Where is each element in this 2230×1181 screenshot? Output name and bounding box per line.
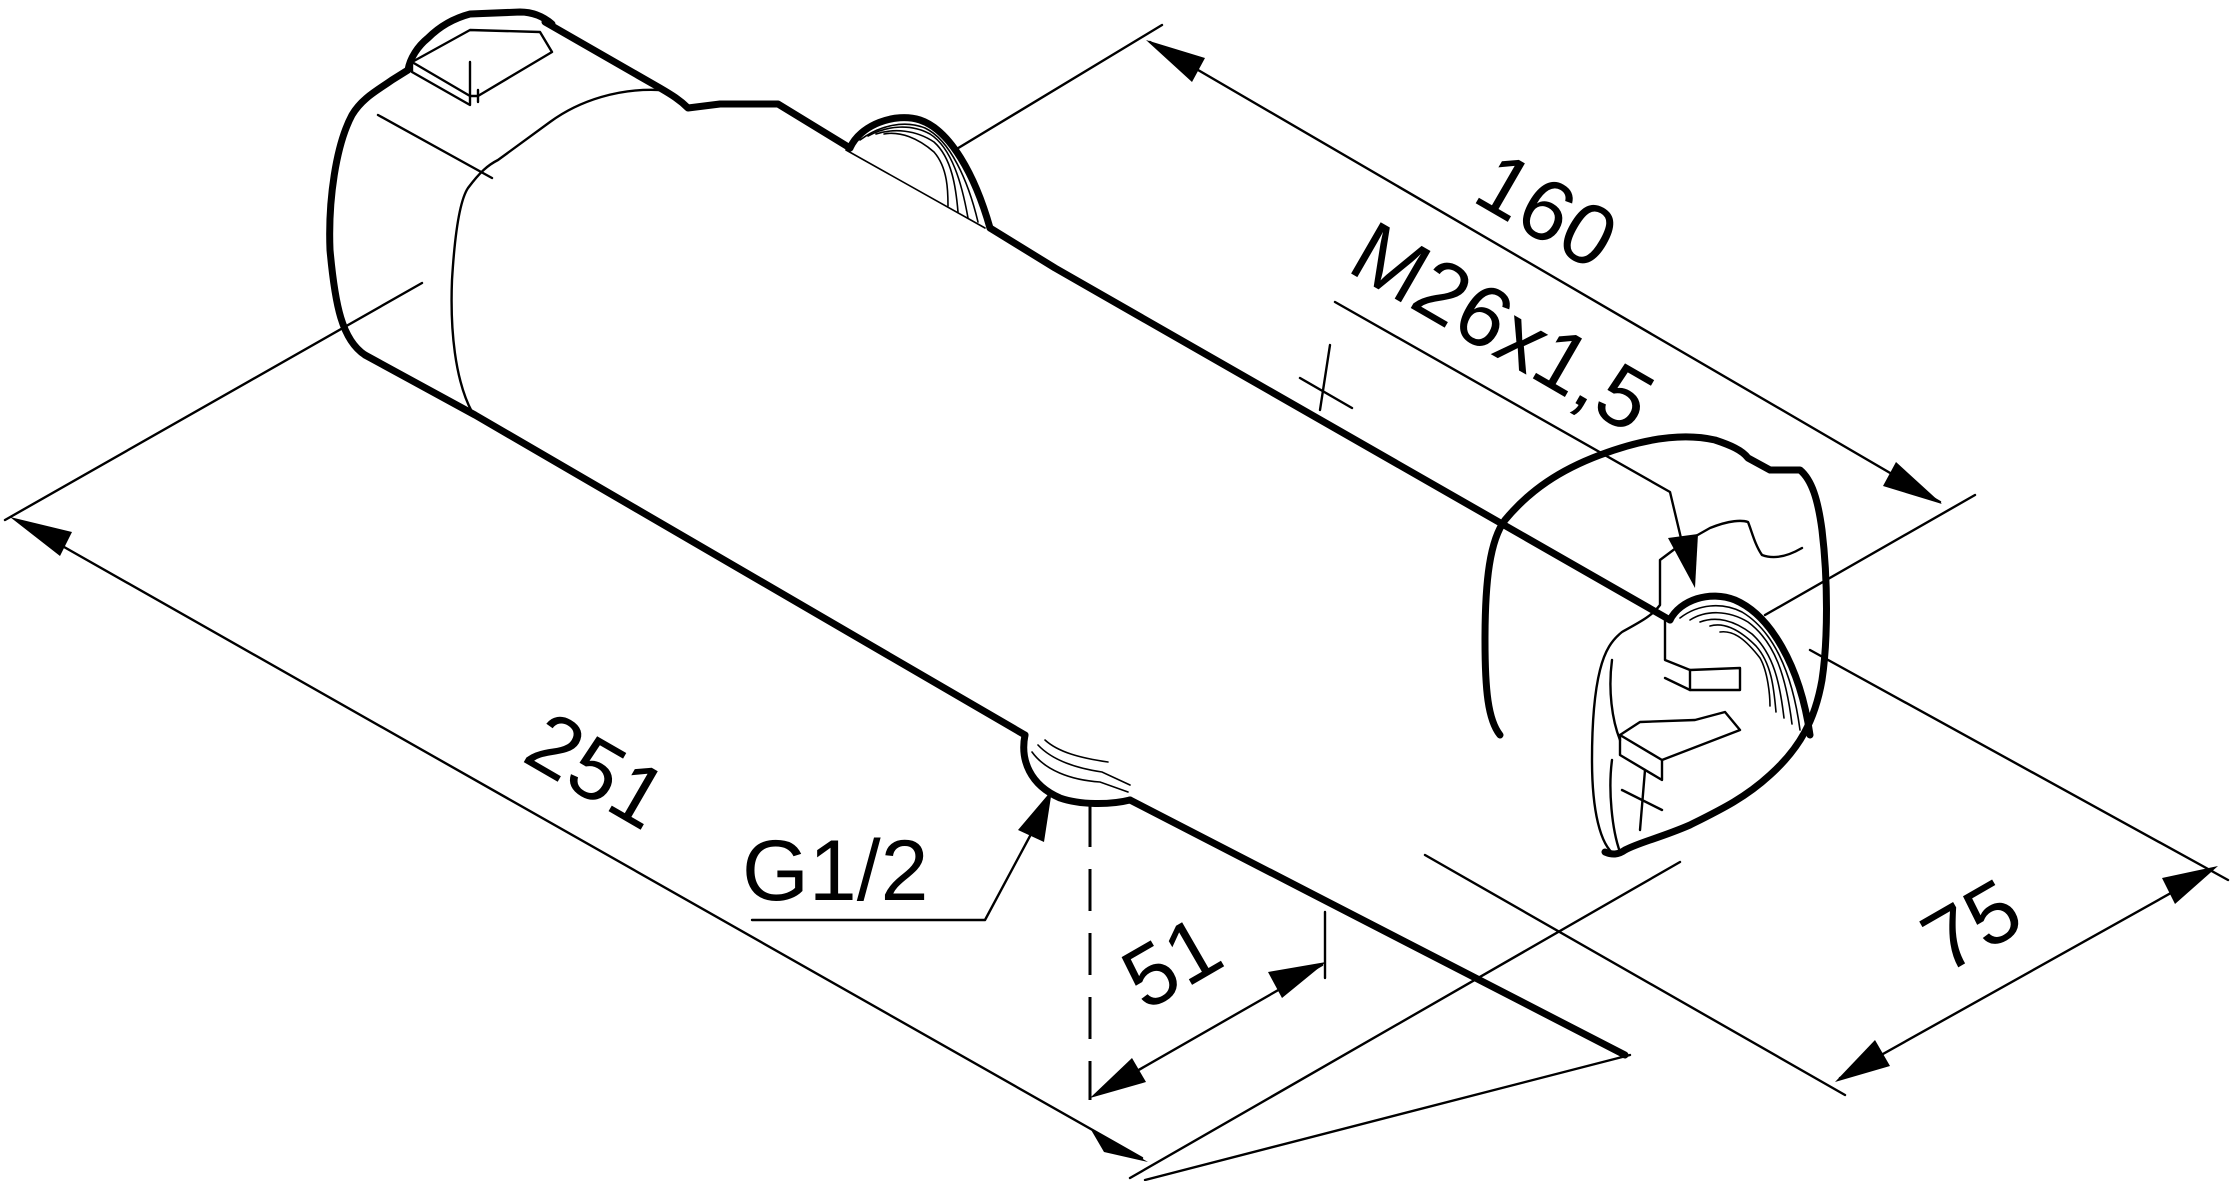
rear-inlet-thread xyxy=(845,114,994,232)
body-bottom-edge xyxy=(361,351,1029,739)
label-g12-thread: G1/2 xyxy=(742,823,928,919)
dim-51 xyxy=(1090,962,1326,1098)
right-cap-face xyxy=(1590,519,1804,857)
right-grip-block xyxy=(1618,733,1664,782)
m26-leader xyxy=(1333,300,1698,588)
right-cap-outline xyxy=(1481,433,1830,858)
body-bottom-edge-right xyxy=(1126,796,1629,1059)
center-marks xyxy=(1298,343,1664,832)
left-cap-outline xyxy=(326,8,556,359)
body-top-edge xyxy=(986,224,1674,624)
right-grip-top xyxy=(1618,710,1742,762)
dim-label-51: 51 xyxy=(1107,897,1238,1028)
mixer-body xyxy=(326,8,1830,1059)
right-boss xyxy=(1663,616,1742,692)
dim-251 xyxy=(10,517,1148,1162)
dim-75 xyxy=(1835,866,2218,1082)
dim-160 xyxy=(1146,40,1942,504)
g12-leader xyxy=(750,790,1052,922)
left-grip-top xyxy=(410,28,554,98)
right-cap xyxy=(1481,433,1830,858)
extension-lines xyxy=(3,23,2230,1181)
left-cap-top-edge xyxy=(541,18,854,152)
front-inlet-thread xyxy=(1666,592,1814,739)
dim-label-251: 251 xyxy=(511,693,683,848)
outlet-thread xyxy=(1020,731,1134,808)
dim-label-75: 75 xyxy=(1907,860,2038,991)
left-cap-face xyxy=(450,88,662,414)
left-grip xyxy=(410,60,472,107)
left-grip-inner xyxy=(468,60,480,104)
right-grip xyxy=(1609,658,1622,854)
left-cap-diagonal xyxy=(376,113,494,180)
